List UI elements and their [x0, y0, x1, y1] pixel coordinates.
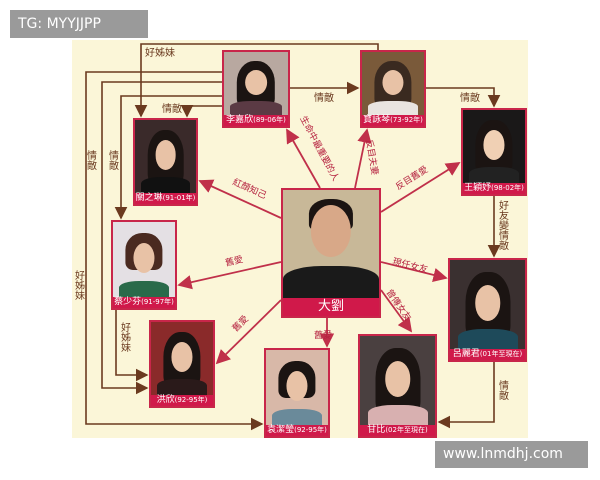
line-center-hong	[215, 299, 282, 365]
person-caption: 洪欣(92-95年)	[151, 395, 213, 406]
label-center-lu: 現任女友	[391, 255, 429, 275]
center-caption: 大劉	[283, 298, 379, 316]
label-rival-guan: 情敵	[162, 102, 182, 115]
line-center-li	[286, 128, 321, 189]
portrait-photo	[362, 52, 424, 115]
person-caption: 寶詠琴(73-92年)	[362, 115, 424, 126]
portrait-photo	[135, 120, 196, 193]
person-card-guan: 關之琳(91-01年)	[133, 118, 198, 206]
label-rival-left2: 情敵	[107, 149, 119, 171]
label-friend-to-rival: 好友變情敵	[497, 200, 509, 251]
portrait-photo	[266, 350, 328, 425]
label-center-hong: 舊愛	[230, 313, 251, 334]
person-card-gan: 甘比(02年至現在)	[358, 334, 437, 438]
person-caption: 李嘉欣(89-06年)	[224, 115, 288, 126]
line-li-hong	[101, 81, 222, 395]
person-card-cai: 蔡少芬(91-97年)	[111, 220, 177, 310]
person-caption: 呂麗君(01年至現在)	[450, 349, 525, 360]
line-center-guan	[198, 179, 282, 219]
label-sisters-left: 好姊妹	[73, 270, 85, 301]
line-cai-hong	[115, 310, 149, 382]
person-card-hong: 洪欣(92-95年)	[149, 320, 215, 408]
label-rival-bao-wang: 情敵	[460, 91, 480, 104]
portrait-photo	[113, 222, 175, 297]
person-caption: 蔡少芬(91-97年)	[113, 297, 175, 308]
person-card-yuan: 袁潔瑩(92-95年)	[264, 348, 330, 438]
label-center-cai: 舊愛	[224, 253, 244, 269]
line-bao-wang	[426, 87, 501, 108]
portrait-photo	[360, 336, 435, 425]
watermark-bottom: www.lnmdhj.com	[435, 441, 588, 468]
label-rival-li-bao: 情敵	[314, 91, 334, 104]
label-sisters-cai-hong: 好姊妹	[119, 322, 131, 353]
person-card-li: 李嘉欣(89-06年)	[222, 50, 290, 128]
line-center-lu	[380, 261, 448, 282]
label-rival-left1: 情敵	[85, 149, 97, 171]
label-sisters-top: 好姊妹	[145, 46, 175, 59]
label-center-gan: 曾傳女友	[384, 287, 414, 323]
line-lu-gan	[437, 362, 495, 429]
line-center-wang	[380, 162, 461, 213]
person-card-lu: 呂麗君(01年至現在)	[448, 258, 527, 362]
portrait-photo	[463, 110, 525, 183]
line-center-gan	[380, 289, 413, 333]
label-center-li: 生命中最重要的人	[297, 114, 341, 183]
line-center-bao	[354, 128, 372, 189]
person-card-wang: 王穎妤(98-02年)	[461, 108, 527, 196]
person-card-center: 大劉	[281, 188, 381, 318]
watermark-top: TG: MYYJJPP	[10, 10, 148, 38]
line-center-cai	[177, 261, 282, 290]
line-sisters-top	[134, 43, 379, 118]
person-caption: 袁潔瑩(92-95年)	[266, 425, 328, 436]
person-caption: 甘比(02年至現在)	[360, 425, 435, 436]
portrait-photo	[450, 260, 525, 349]
person-caption: 王穎妤(98-02年)	[463, 183, 525, 194]
person-card-bao: 寶詠琴(73-92年)	[360, 50, 426, 128]
label-rival-lu-gan: 情敵	[497, 379, 509, 401]
label-center-yuan: 舊愛	[314, 329, 332, 341]
portrait-photo	[224, 52, 288, 115]
portrait-photo	[283, 190, 379, 298]
label-center-bao: 反目夫妻	[363, 138, 381, 176]
line-li-cai	[114, 95, 222, 220]
person-caption: 關之琳(91-01年)	[135, 193, 196, 204]
portrait-photo	[151, 322, 213, 395]
line-li-yuan	[85, 71, 264, 431]
label-center-wang: 反目舊愛	[393, 163, 430, 192]
line-li-guan	[180, 104, 222, 118]
